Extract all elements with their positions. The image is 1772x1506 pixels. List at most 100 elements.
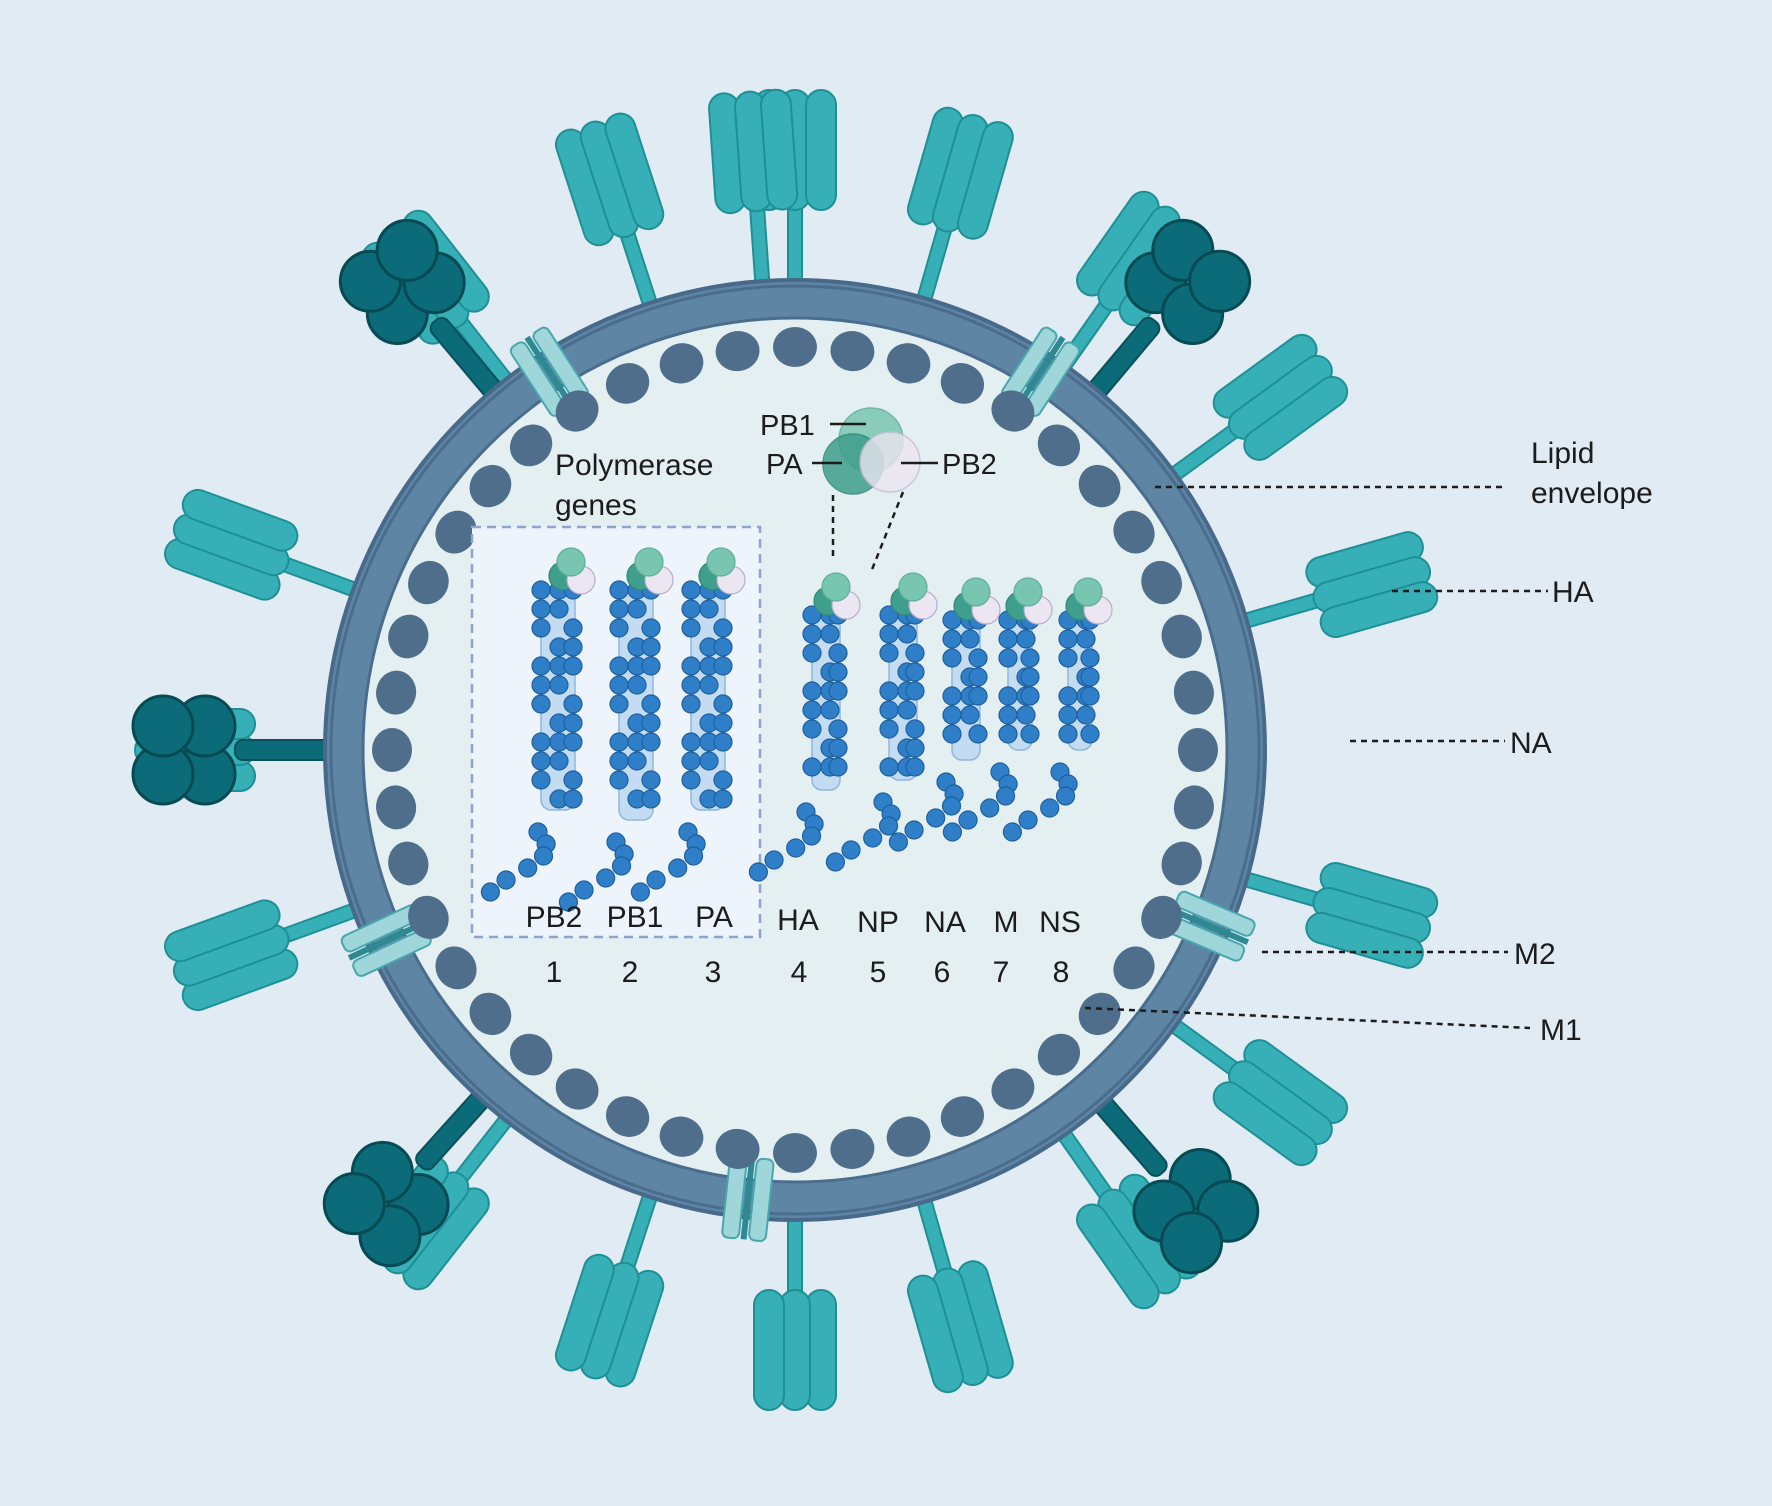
m1-matrix-protein-icon — [1141, 895, 1182, 940]
na-spike-icon — [131, 694, 346, 806]
rnp-segment-icon — [748, 572, 861, 882]
ha-spike-icon — [906, 1184, 1014, 1394]
ha-spike-icon — [1157, 333, 1349, 490]
ha-spike-icon — [753, 1204, 837, 1411]
m1-matrix-protein-icon — [408, 560, 449, 605]
m1-matrix-protein-icon — [830, 331, 875, 372]
surface-proteins — [131, 88, 1439, 1411]
na-spike-icon — [322, 1080, 500, 1268]
pb1-label: PB1 — [760, 410, 815, 442]
m1-matrix-protein-icon — [715, 1128, 760, 1169]
ha-spike-icon — [554, 112, 665, 321]
segment-name-3: PA — [695, 901, 733, 934]
m1-matrix-protein-icon — [940, 363, 985, 404]
na-spike-icon — [1084, 1085, 1260, 1275]
polymerase-callout-lines — [812, 422, 938, 573]
segment-number-6: 6 — [934, 956, 951, 989]
ha-spike-icon — [906, 106, 1014, 316]
rnp-segment-icon — [1002, 577, 1113, 842]
m1-matrix-protein-icon — [605, 1096, 650, 1137]
m1-matrix-protein-icon — [408, 895, 449, 940]
lipid-envelope-outer-line — [329, 284, 1261, 1216]
m1-matrix-protein-icon — [376, 785, 417, 830]
m1-matrix-protein-icon — [1161, 614, 1202, 659]
ha-spike-icon — [164, 897, 372, 1012]
ha-spike-icon — [1157, 1010, 1349, 1167]
m2-channel-icon — [340, 904, 432, 977]
m1-matrix-protein-icon — [991, 390, 1035, 432]
polymerase-genes-label-line1: Polymerase — [555, 449, 713, 482]
m2-channels — [340, 326, 1256, 1243]
rnp-segment-icon — [558, 547, 674, 912]
segment-number-5: 5 — [870, 956, 887, 989]
segment-name-7: M — [994, 906, 1019, 939]
m1-matrix-protein-icon — [659, 1116, 704, 1157]
m1-matrix-protein-icon — [886, 343, 931, 384]
m1-matrix-protein-icon — [1037, 1033, 1081, 1076]
rnp-segment-icon — [630, 547, 746, 902]
m1-matrix-protein-icon — [435, 946, 477, 990]
m1-matrix-layer — [372, 327, 1218, 1173]
rnp-segments — [480, 547, 1113, 912]
m1-label: M1 — [1540, 1014, 1582, 1047]
rnp-segment-icon — [480, 547, 596, 902]
m1-matrix-protein-icon — [659, 343, 704, 384]
ha-label: HA — [1552, 576, 1594, 609]
callout-lines — [1084, 485, 1548, 1030]
na-label: NA — [1510, 727, 1552, 760]
m1-matrix-protein-icon — [1161, 841, 1202, 886]
segment-labels: PB2 PB1 PA HA NP NA M NS 1 2 3 4 5 6 7 8 — [526, 901, 1081, 989]
m1-matrix-protein-icon — [555, 1068, 599, 1110]
m1-matrix-protein-icon — [940, 1096, 985, 1137]
m1-matrix-protein-icon — [388, 614, 429, 659]
rnp-segment-icon — [888, 577, 1001, 852]
m1-matrix-protein-icon — [376, 670, 417, 715]
m1-matrix-protein-icon — [372, 728, 412, 772]
pa-label: PA — [766, 449, 803, 481]
rnp-segment-icon — [942, 577, 1053, 842]
m1-matrix-protein-icon — [509, 1033, 553, 1076]
ha-spike-icon — [708, 88, 799, 298]
m1-matrix-protein-icon — [1141, 560, 1182, 605]
m1-matrix-protein-icon — [509, 424, 553, 467]
m1-matrix-protein-icon — [1078, 992, 1121, 1036]
segment-number-2: 2 — [622, 956, 639, 989]
segment-name-2: PB1 — [607, 901, 664, 934]
m1-matrix-protein-icon — [773, 327, 817, 367]
m2-channel-icon — [1001, 326, 1081, 417]
segment-name-8: NS — [1039, 906, 1081, 939]
m1-matrix-protein-icon — [388, 841, 429, 886]
ha-spike-icon — [1229, 861, 1439, 969]
m1-matrix-protein-icon — [605, 363, 650, 404]
m1-matrix-protein-icon — [1173, 785, 1214, 830]
m1-matrix-protein-icon — [469, 464, 512, 508]
ha-spike-icon — [1229, 531, 1439, 639]
na-spike-icon — [1078, 218, 1252, 410]
segment-number-3: 3 — [705, 956, 722, 989]
m1-matrix-protein-icon — [1173, 670, 1214, 715]
segment-name-4: HA — [777, 904, 819, 937]
polymerase-genes-label-line2: genes — [555, 489, 637, 522]
segment-name-6: NA — [924, 906, 966, 939]
m2-channel-icon — [721, 1155, 775, 1243]
ha-spike-icon — [164, 488, 372, 603]
m2-channel-icon — [509, 326, 589, 417]
segment-name-1: PB2 — [526, 901, 583, 934]
pb2-label: PB2 — [942, 449, 997, 481]
m1-matrix-protein-icon — [1078, 464, 1121, 508]
m1-matrix-protein-icon — [1037, 424, 1081, 467]
m1-matrix-protein-icon — [1178, 728, 1218, 772]
m2-label: M2 — [1514, 938, 1556, 971]
m1-matrix-protein-icon — [1113, 510, 1155, 554]
m1-matrix-protein-icon — [1113, 946, 1155, 990]
m2-channel-icon — [1164, 890, 1256, 962]
m1-matrix-protein-icon — [830, 1128, 875, 1169]
segment-number-4: 4 — [791, 956, 808, 989]
segment-name-5: NP — [857, 906, 899, 939]
m1-matrix-protein-icon — [435, 510, 477, 554]
m1-matrix-protein-icon — [469, 992, 512, 1036]
m1-callout-line — [1084, 1006, 1531, 1030]
m1-matrix-protein-icon — [886, 1116, 931, 1157]
